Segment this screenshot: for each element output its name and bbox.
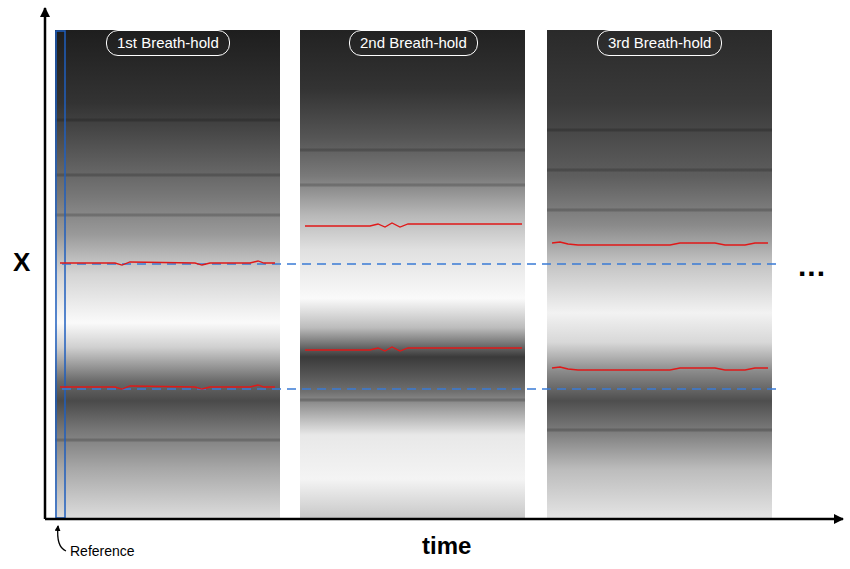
label-text: 3rd Breath-hold <box>608 34 711 52</box>
texture-bands <box>55 120 772 440</box>
reference-label: Reference <box>70 543 135 559</box>
label-text: 2nd Breath-hold <box>360 34 467 52</box>
axis-label: X <box>13 247 30 278</box>
continuation-dots: ... <box>798 249 826 283</box>
tracked-edge <box>60 223 768 389</box>
breath-hold-label: 1st Breath-hold <box>106 30 230 56</box>
time-axis-arrow <box>45 518 843 521</box>
reference-dashed-line <box>62 263 778 265</box>
x-axis-arrow <box>44 8 47 519</box>
reference-pointer <box>58 526 66 551</box>
image-panel <box>547 30 772 518</box>
reference-dashed-line <box>62 388 778 390</box>
image-panel <box>55 30 280 518</box>
image-panel <box>300 30 525 518</box>
breath-hold-label: 2nd Breath-hold <box>349 30 478 56</box>
axis-label: time <box>422 532 471 560</box>
reference-column <box>56 31 65 518</box>
label-text: 1st Breath-hold <box>117 34 219 52</box>
breath-hold-label: 3rd Breath-hold <box>597 30 722 56</box>
